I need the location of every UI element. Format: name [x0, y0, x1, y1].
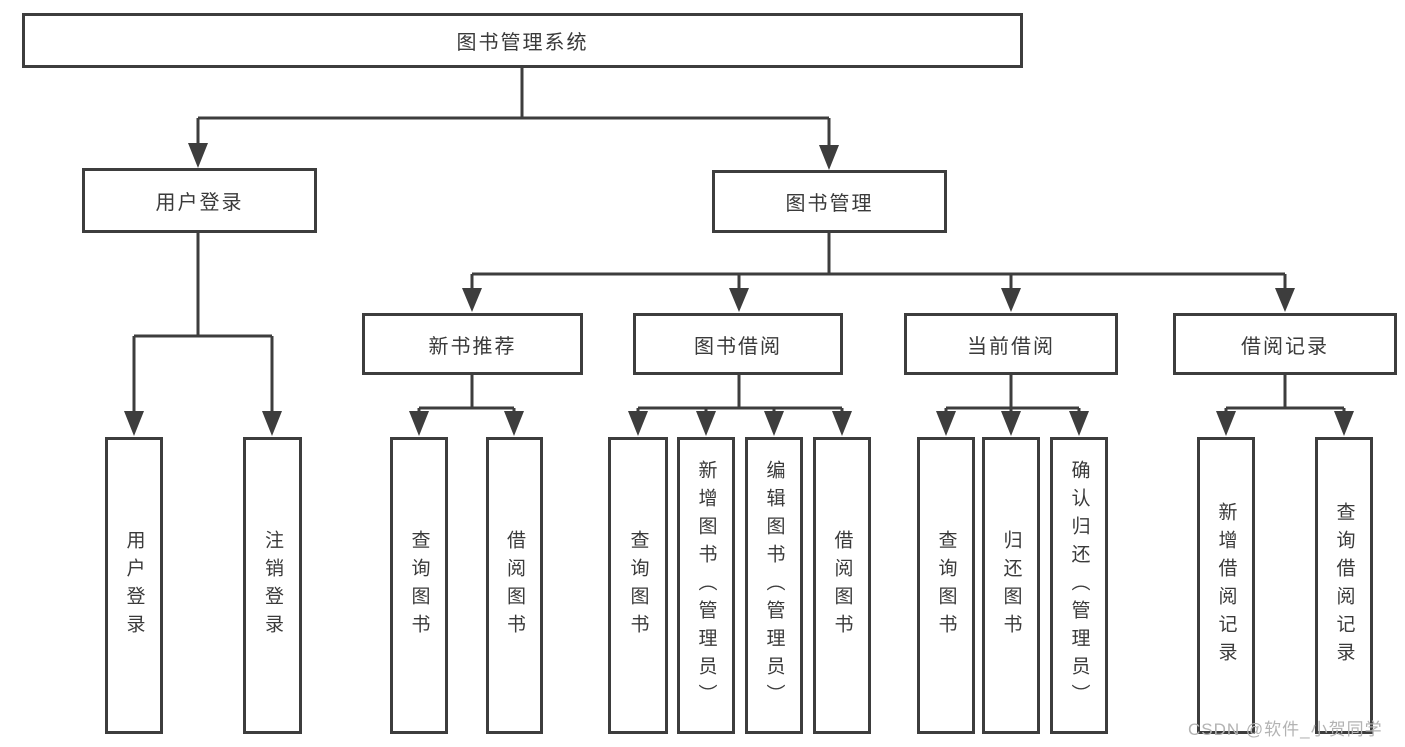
- node-current-borrow-label: 当前借阅: [967, 335, 1055, 358]
- leaf-borrow-books-recommend: 借阅图书: [486, 437, 543, 734]
- node-new-book-recommend: 新书推荐: [362, 313, 583, 375]
- leaf-add-borrow-record: 新增借阅记录: [1197, 437, 1255, 734]
- leaf-query-borrow-record: 查询借阅记录: [1315, 437, 1373, 734]
- node-book-mgmt-label: 图书管理: [785, 193, 874, 215]
- leaf-user-login-label: 用户登录: [123, 529, 145, 642]
- leaf-confirm-return-admin-label: 确认归还（管理员）: [1068, 459, 1090, 712]
- leaf-add-book-admin: 新增图书（管理员）: [677, 437, 735, 734]
- node-new-book-recommend-label: 新书推荐: [428, 335, 517, 358]
- leaf-borrow-books: 借阅图书: [813, 437, 871, 734]
- leaf-borrow-books-label: 借阅图书: [831, 529, 853, 642]
- leaf-logout-label: 注销登录: [262, 529, 283, 642]
- node-root: 图书管理系统: [22, 13, 1023, 68]
- leaf-query-books-borrow: 查询图书: [608, 437, 668, 734]
- leaf-add-borrow-record-label: 新增借阅记录: [1215, 501, 1237, 670]
- connector-borrow-record-branch: [1216, 375, 1354, 436]
- leaf-query-books-recommend: 查询图书: [390, 437, 448, 734]
- leaf-edit-book-admin-label: 编辑图书（管理员）: [763, 459, 785, 712]
- leaf-edit-book-admin: 编辑图书（管理员）: [745, 437, 803, 734]
- node-borrow-record: 借阅记录: [1173, 313, 1397, 375]
- connector-book-mgmt-branch: [462, 233, 1295, 312]
- connector-new-book-branch: [409, 375, 524, 436]
- leaf-query-books-borrow-label: 查询图书: [627, 529, 649, 642]
- node-borrow-record-label: 借阅记录: [1241, 335, 1329, 358]
- node-user-login: 用户登录: [82, 168, 317, 233]
- leaf-user-login: 用户登录: [105, 437, 163, 734]
- connector-user-login-branch: [124, 233, 282, 436]
- leaf-confirm-return-admin: 确认归还（管理员）: [1050, 437, 1108, 734]
- leaf-return-book-label: 归还图书: [1000, 529, 1022, 642]
- leaf-borrow-books-recommend-label: 借阅图书: [504, 529, 525, 642]
- leaf-query-books-recommend-label: 查询图书: [408, 529, 430, 642]
- connector-root-to-level2: [188, 68, 839, 170]
- leaf-query-borrow-record-label: 查询借阅记录: [1333, 501, 1355, 670]
- node-current-borrow: 当前借阅: [904, 313, 1118, 375]
- node-book-borrow-label: 图书借阅: [694, 335, 782, 358]
- node-root-label: 图书管理系统: [456, 32, 589, 54]
- leaf-add-book-admin-label: 新增图书（管理员）: [695, 459, 717, 712]
- node-book-borrow: 图书借阅: [633, 313, 843, 375]
- leaf-logout: 注销登录: [243, 437, 302, 734]
- connector-book-borrow-branch: [628, 375, 852, 436]
- node-user-login-label: 用户登录: [155, 192, 244, 214]
- connector-current-borrow-branch: [936, 375, 1089, 436]
- leaf-return-book: 归还图书: [982, 437, 1040, 734]
- leaf-query-books-current: 查询图书: [917, 437, 975, 734]
- node-book-mgmt: 图书管理: [712, 170, 947, 233]
- leaf-query-books-current-label: 查询图书: [935, 529, 957, 642]
- csdn-watermark: CSDN @软件_小贺同学: [1188, 720, 1383, 739]
